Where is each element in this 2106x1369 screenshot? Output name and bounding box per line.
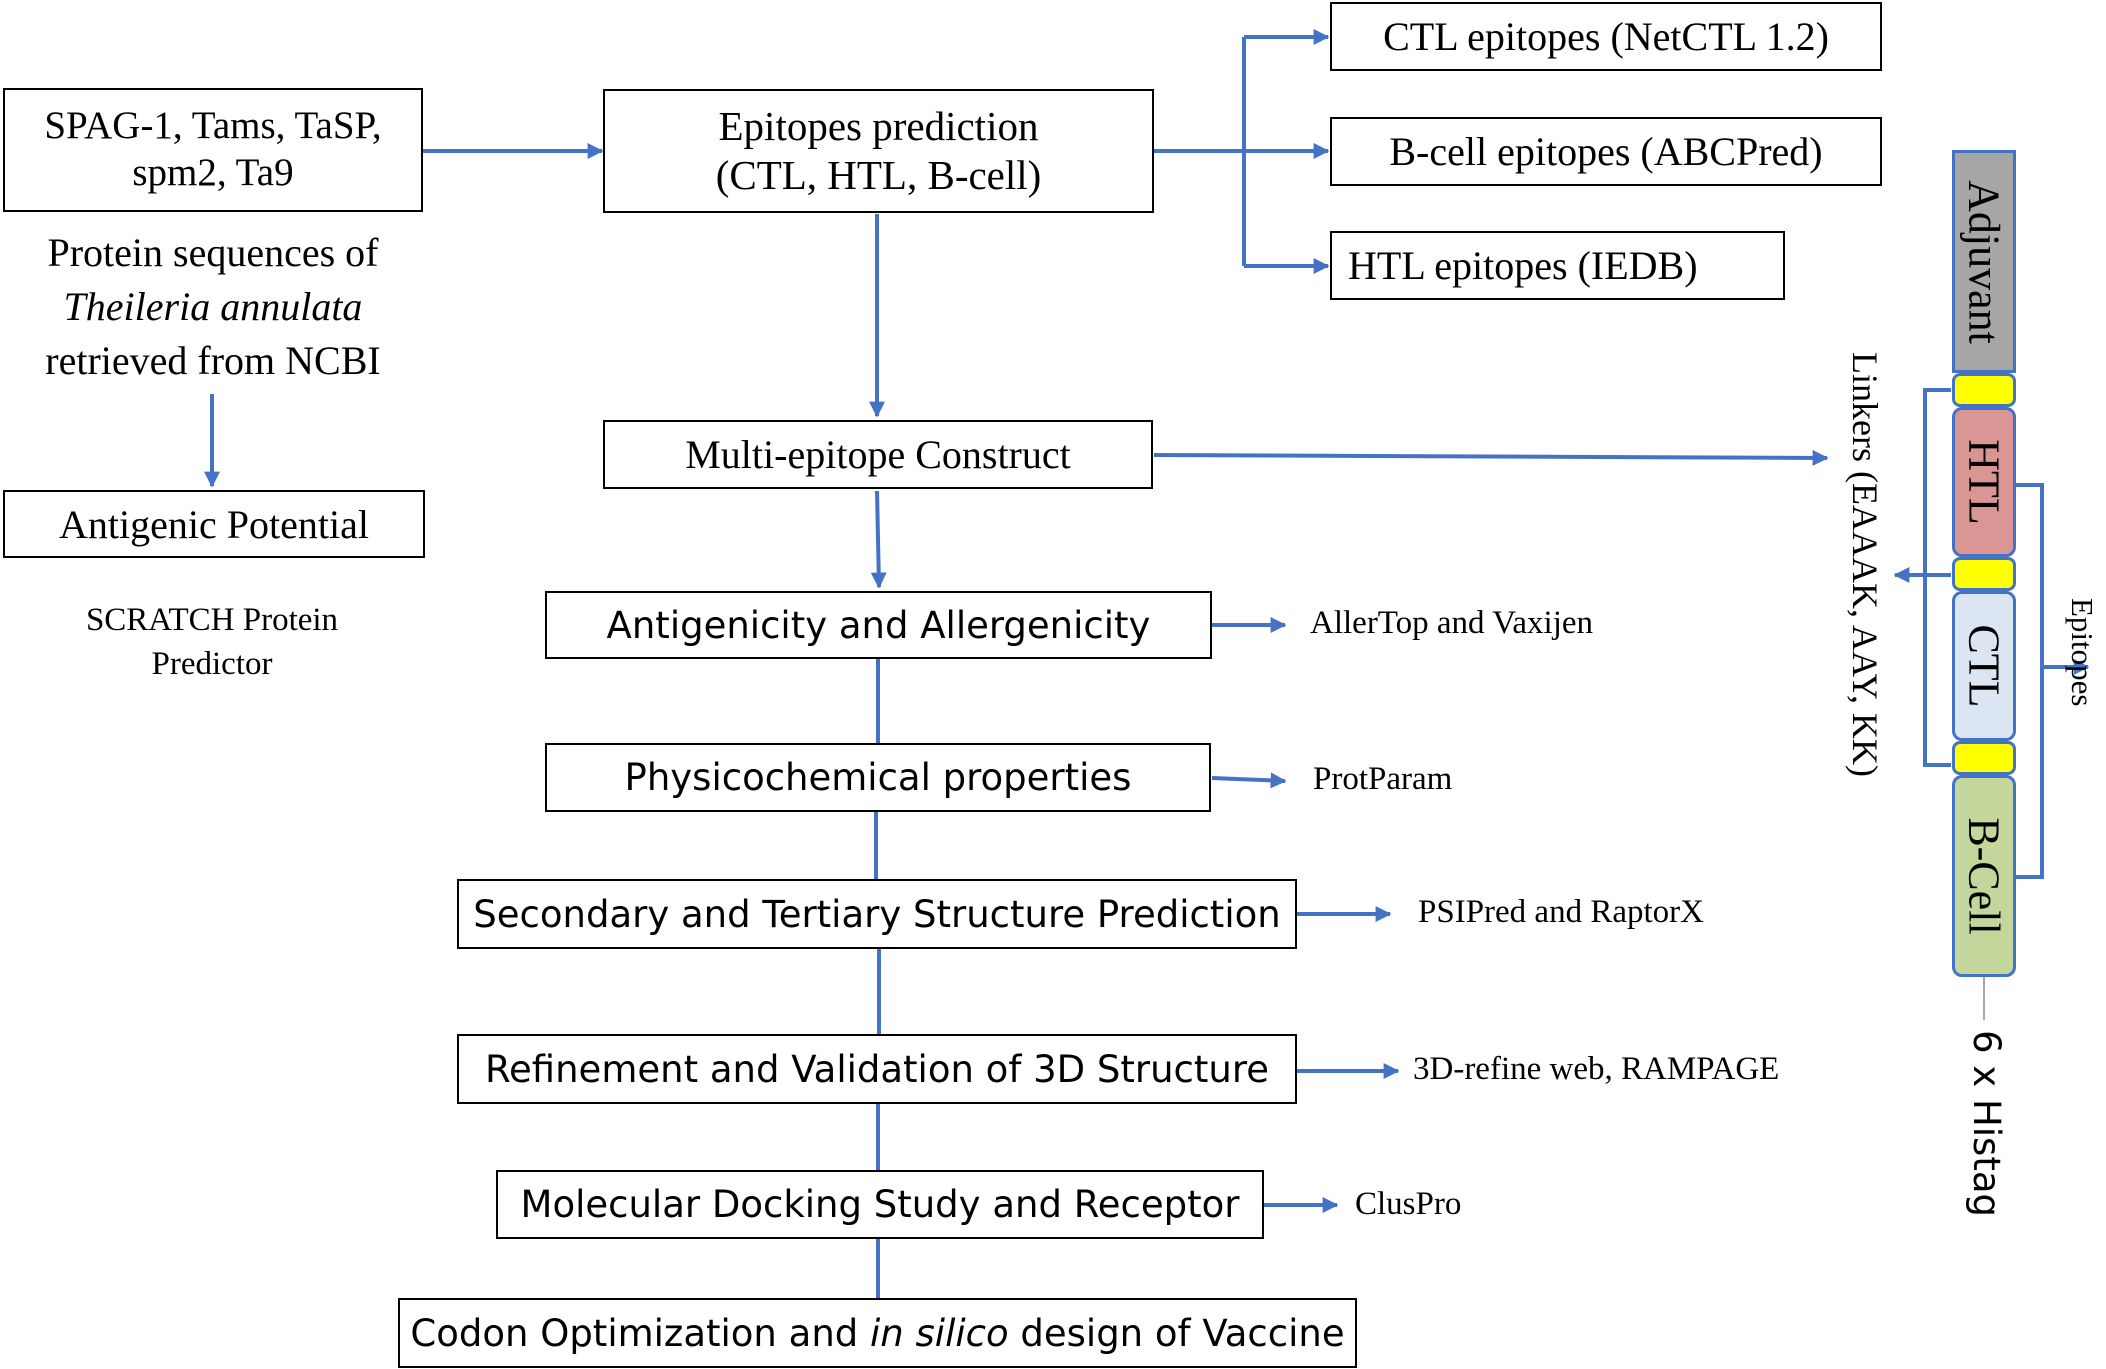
- epitopes-bracket: [2016, 483, 2044, 879]
- bcell-epitopes-box: B-cell epitopes (ABCPred): [1330, 117, 1882, 186]
- histag-label: 6 x Histag: [1965, 1030, 2008, 1218]
- structure-prediction-box: Secondary and Tertiary Structure Predict…: [457, 879, 1297, 949]
- arrow-to-protparam: [1211, 772, 1287, 789]
- desc-line1: Protein sequences of: [47, 230, 379, 275]
- tool-allertop-vaxijen: AllerTop and Vaxijen: [1310, 605, 1594, 641]
- segment-htl: HTL: [1952, 407, 2016, 557]
- desc-line3: retrieved from NCBI: [45, 338, 381, 383]
- physicochemical-box: Physicochemical properties: [545, 743, 1211, 812]
- refinement-box: Refinement and Validation of 3D Structur…: [457, 1034, 1297, 1104]
- segment-ctl: CTL: [1952, 591, 2016, 741]
- docking-box: Molecular Docking Study and Receptor: [496, 1170, 1264, 1239]
- antigenic-potential-label: Antigenic Potential: [59, 501, 369, 547]
- ctl-epitopes-label: CTL epitopes (NetCTL 1.2): [1383, 14, 1829, 59]
- tool-3drefine-rampage: 3D-refine web, RAMPAGE: [1413, 1051, 1780, 1087]
- htl-epitopes-box: HTL epitopes (IEDB): [1330, 231, 1785, 300]
- epitopes-label: Epitopes: [2065, 598, 2100, 707]
- htl-epitopes-label: HTL epitopes (IEDB): [1348, 243, 1698, 288]
- epitopes-prediction-box: Epitopes prediction (CTL, HTL, B-cell): [603, 89, 1154, 213]
- prediction-line1: Epitopes prediction: [718, 102, 1039, 149]
- linkers-label: Linkers (EAAAK, AAY, KK): [1845, 352, 1885, 777]
- segment-bcell: B-Cell: [1952, 775, 2016, 977]
- construct-label: Multi-epitope Construct: [685, 432, 1071, 477]
- tool-psipred-raptorx: PSIPred and RaptorX: [1418, 894, 1704, 930]
- tool-cluspro: ClusPro: [1355, 1186, 1462, 1222]
- scratch-line2: Predictor: [151, 646, 273, 682]
- antigenicity-label: Antigenicity and Allergenicity: [606, 603, 1151, 647]
- antigenicity-box: Antigenicity and Allergenicity: [545, 591, 1212, 659]
- arrow-construct-to-map: [1153, 449, 1829, 466]
- proteins-line2: spm2, Ta9: [132, 151, 294, 194]
- tool-protparam: ProtParam: [1313, 761, 1453, 797]
- linker-1: [1952, 373, 2016, 407]
- prediction-line2: (CTL, HTL, B-cell): [715, 152, 1042, 198]
- linker-3: [1952, 741, 2016, 775]
- protein-description: Protein sequences of Theileria annulata …: [0, 226, 426, 388]
- ctl-epitopes-box: CTL epitopes (NetCTL 1.2): [1330, 2, 1882, 71]
- proteins-line1: SPAG-1, Tams, TaSP,: [44, 104, 382, 148]
- linker-2: [1952, 557, 2016, 591]
- source-proteins-box: SPAG-1, Tams, TaSP, spm2, Ta9: [3, 88, 423, 212]
- codon-label: Codon Optimization and in silico design …: [410, 1311, 1345, 1355]
- refinement-label: Refinement and Validation of 3D Structur…: [484, 1047, 1270, 1091]
- multi-epitope-construct-box: Multi-epitope Construct: [603, 420, 1153, 489]
- scratch-predictor-label: SCRATCH Protein Predictor: [0, 598, 424, 686]
- codon-optimization-box: Codon Optimization and in silico design …: [398, 1298, 1357, 1368]
- linkers-bracket: [1923, 388, 1951, 767]
- scratch-line1: SCRATCH Protein: [85, 602, 339, 638]
- arrow-construct-to-antigenicity: [870, 490, 887, 589]
- antigenic-potential-box: Antigenic Potential: [3, 490, 425, 558]
- desc-line2: Theileria annulata: [63, 284, 363, 329]
- physico-label: Physicochemical properties: [624, 756, 1132, 799]
- structure-label: Secondary and Tertiary Structure Predict…: [473, 892, 1281, 936]
- docking-label: Molecular Docking Study and Receptor: [520, 1183, 1240, 1226]
- bcell-epitopes-label: B-cell epitopes (ABCPred): [1389, 129, 1823, 174]
- segment-adjuvant: Adjuvant: [1952, 150, 2016, 373]
